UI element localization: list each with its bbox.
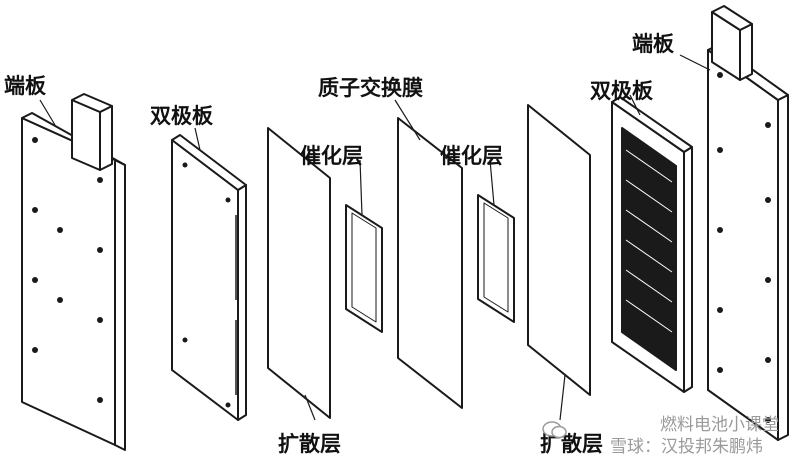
- label-membrane: 质子交换膜: [318, 75, 423, 100]
- label-bipolar-plate-right: 双极板: [590, 78, 653, 103]
- end-plate-right: [707, 5, 789, 441]
- label-bipolar-plate-left: 双极板: [150, 103, 213, 128]
- label-diffusion-left: 扩散层: [278, 431, 341, 456]
- label-end-plate-right: 端板: [632, 31, 674, 56]
- leader-bipolar-right: [629, 94, 641, 116]
- leader-diffusion-left: [304, 394, 316, 421]
- leader-catalyst-right: [489, 159, 495, 206]
- bipolar-plate-right: [611, 96, 693, 393]
- leader-membrane: [394, 99, 421, 141]
- leader-bipolar-left: [194, 127, 201, 151]
- bipolar-plate-left: [171, 134, 247, 421]
- label-end-plate-left: 端板: [4, 73, 46, 98]
- leader-end-plate-right: [679, 54, 711, 71]
- watermark-line1: 燃料电池小课堂: [660, 415, 779, 435]
- proton-exchange-membrane: [397, 117, 463, 409]
- wechat-icon: [542, 421, 567, 439]
- watermark-line2: 雪球：汉投邦朱鹏炜: [610, 437, 763, 457]
- label-catalyst-left: 催化层: [300, 143, 363, 168]
- leader-catalyst-left: [359, 159, 363, 216]
- diffusion-layer-right: [527, 104, 591, 396]
- end-plate-left: [21, 93, 126, 451]
- catalyst-layer-left: [345, 204, 383, 333]
- leader-end-plate-left: [39, 99, 56, 126]
- label-catalyst-right: 催化层: [440, 143, 503, 168]
- catalyst-layer-right: [477, 194, 515, 323]
- diffusion-layer-left: [267, 127, 331, 419]
- leader-diffusion-right: [559, 374, 566, 421]
